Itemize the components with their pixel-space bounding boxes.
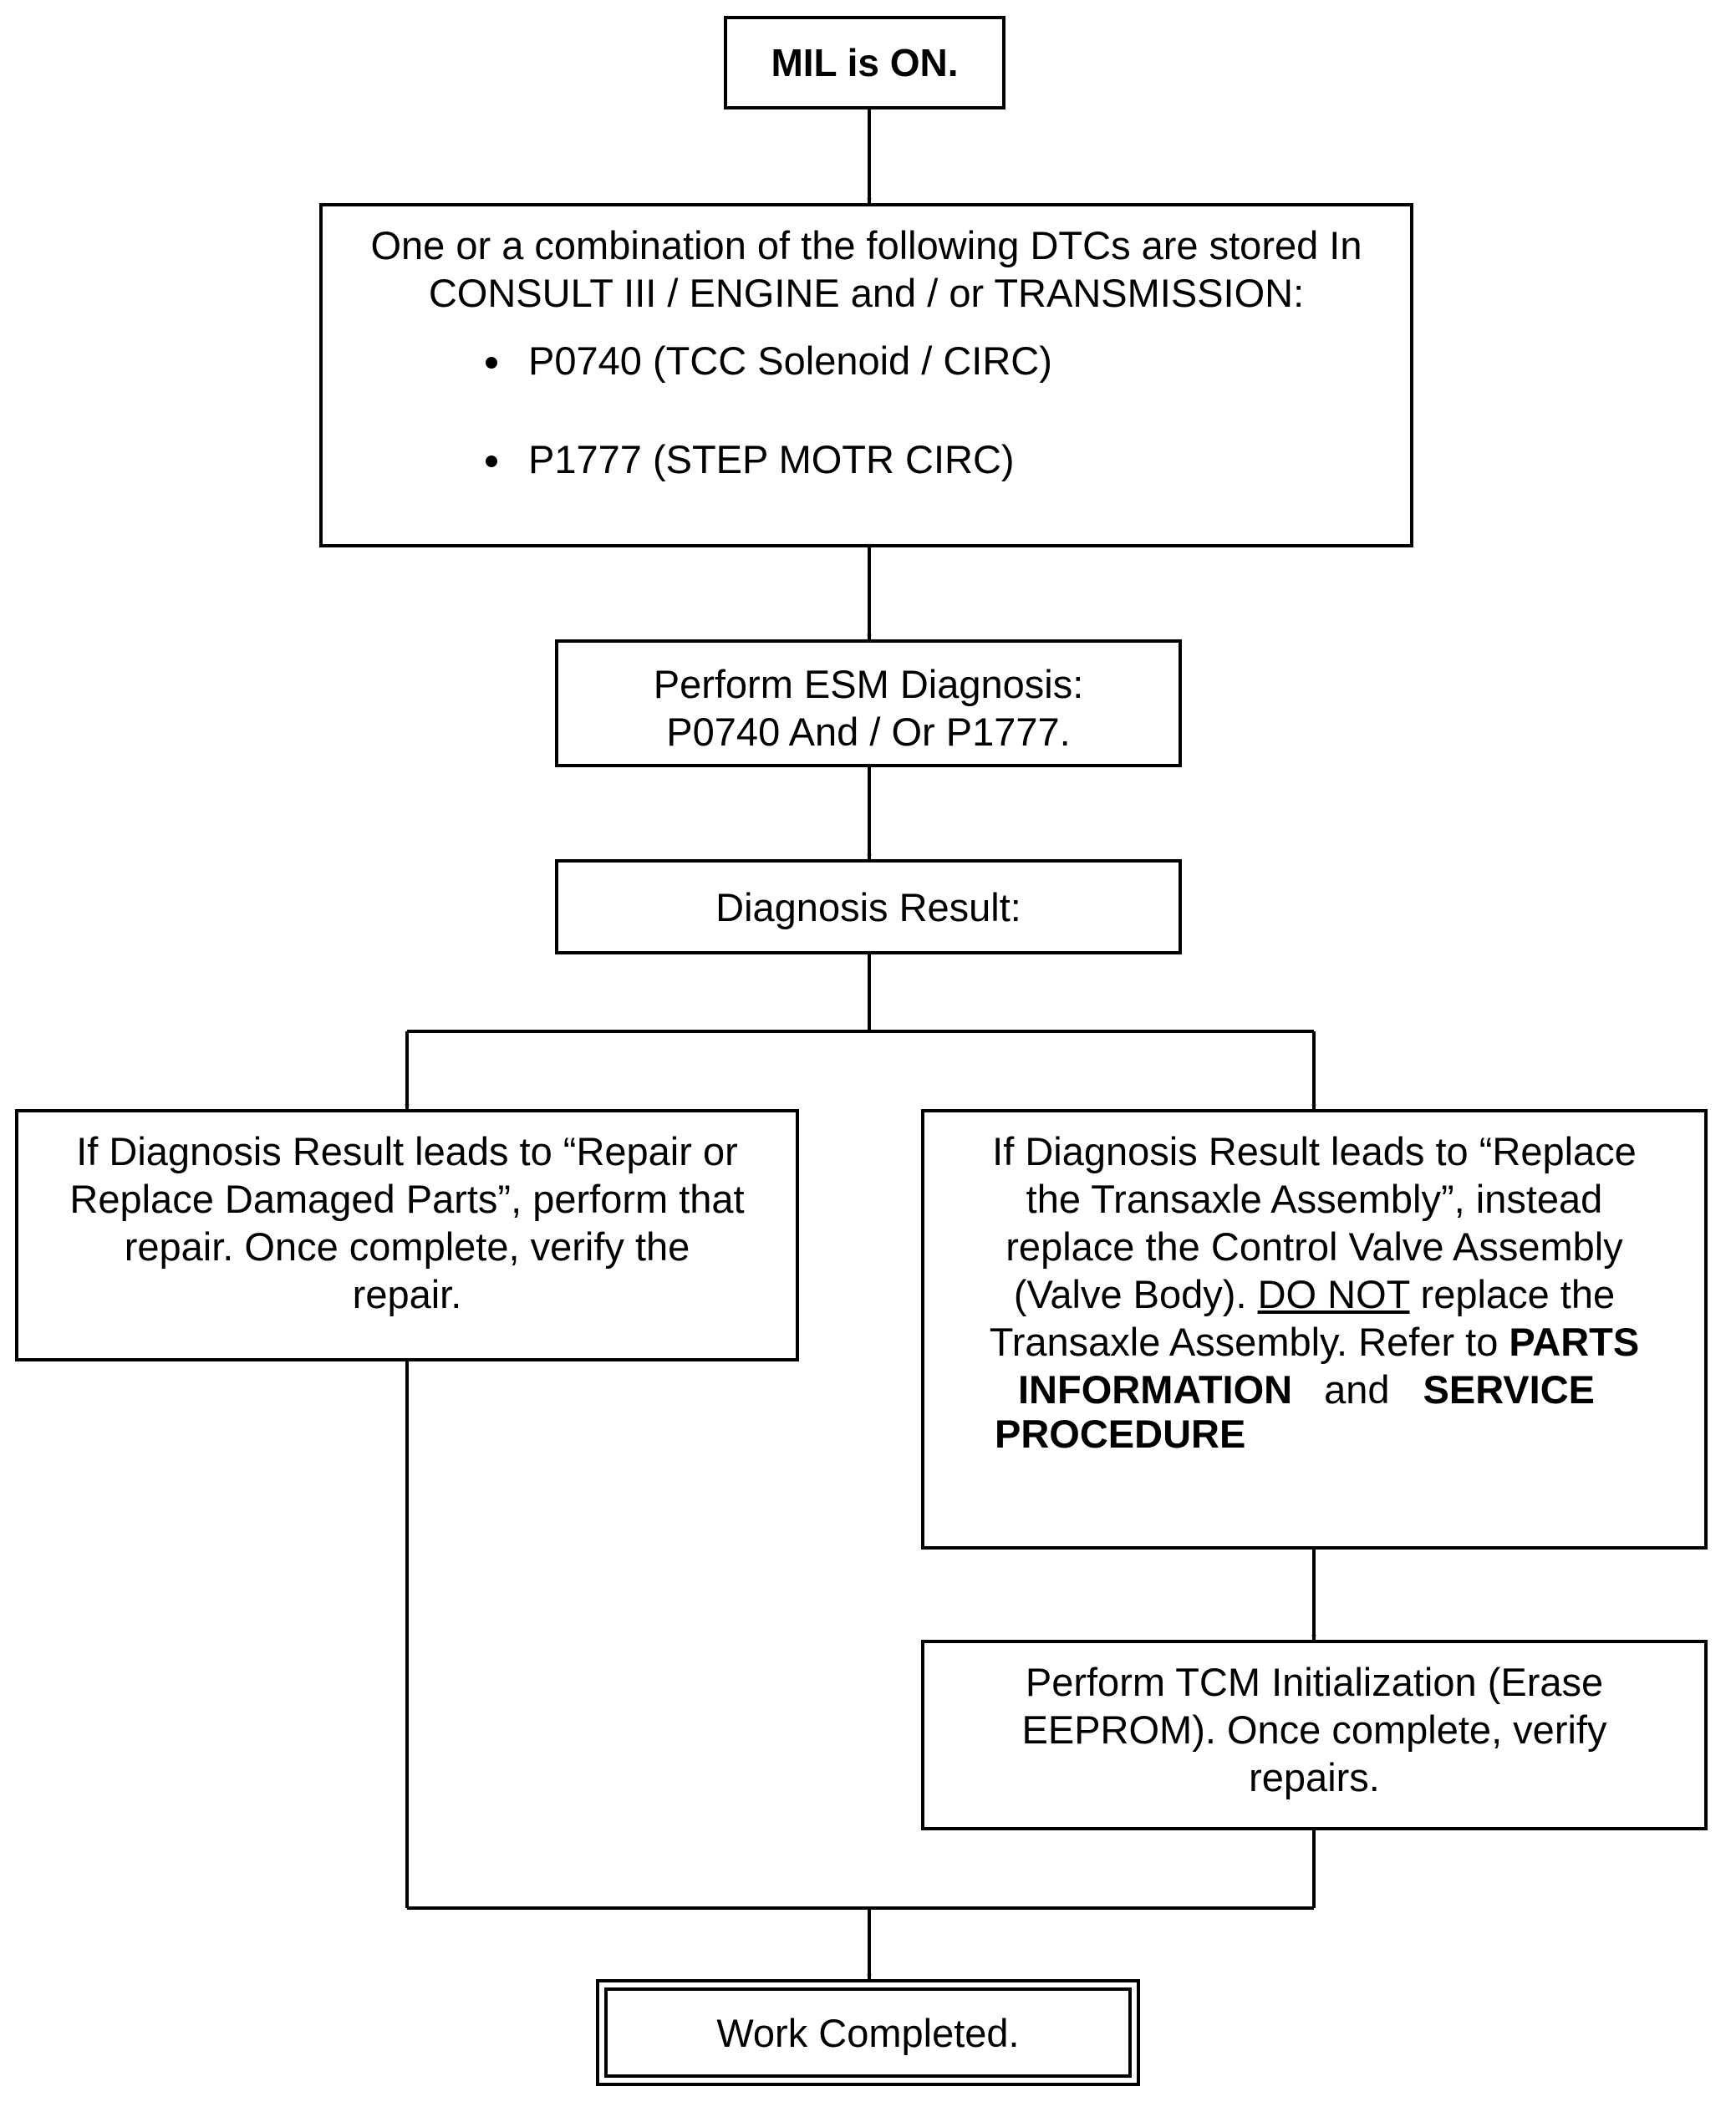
- service-emphasis: SERVICE: [1423, 1367, 1596, 1412]
- tcm-line: Perform TCM Initialization (Erase: [1025, 1660, 1604, 1704]
- dtc-line-2: CONSULT III / ENGINE and / or TRANSMISSI…: [428, 271, 1305, 315]
- dtc-line-1: One or a combination of the following DT…: [370, 223, 1362, 267]
- replace-line: Transaxle Assembly. Refer to PARTS: [941, 1318, 1688, 1366]
- esm-line-1: Perform ESM Diagnosis:: [653, 662, 1084, 706]
- replace-text: (Valve Body).: [1013, 1272, 1258, 1316]
- do-not-emphasis: DO NOT: [1257, 1272, 1410, 1316]
- start-text: MIL is ON.: [771, 40, 959, 84]
- work-completed-text: Work Completed.: [716, 2010, 1020, 2055]
- replace-text: replace the: [1409, 1272, 1616, 1316]
- repair-parts-box: If Diagnosis Result leads to “Repair or …: [15, 1109, 799, 1361]
- work-completed-box: Work Completed.: [596, 1979, 1140, 2086]
- replace-line: INFORMATION and SERVICE: [941, 1366, 1688, 1413]
- procedure-emphasis: PROCEDURE: [995, 1412, 1246, 1456]
- diagnosis-result-text: Diagnosis Result:: [715, 884, 1021, 929]
- dtc-item: P0740 (TCC Solenoid / CIRC): [323, 337, 1410, 384]
- parts-emphasis: PARTS: [1509, 1320, 1640, 1364]
- dtc-item: P1777 (STEP MOTR CIRC): [323, 435, 1410, 483]
- information-emphasis: INFORMATION: [1018, 1367, 1293, 1412]
- tcm-line: repairs.: [1249, 1755, 1380, 1799]
- and-text: and: [1324, 1367, 1390, 1412]
- tcm-initialization-box: Perform TCM Initialization (Erase EEPROM…: [921, 1640, 1708, 1830]
- replace-valve-body-box: If Diagnosis Result leads to “Replace th…: [921, 1109, 1708, 1550]
- dtc-list: P0740 (TCC Solenoid / CIRC) P1777 (STEP …: [323, 337, 1410, 483]
- replace-line: PROCEDURE: [941, 1413, 1688, 1455]
- tcm-line: EEPROM). Once complete, verify: [1021, 1707, 1607, 1752]
- replace-text: Transaxle Assembly. Refer to: [989, 1320, 1509, 1364]
- repair-line: Replace Damaged Parts”, perform that: [69, 1177, 745, 1221]
- repair-line: repair. Once complete, verify the: [124, 1224, 690, 1269]
- replace-line: the Transaxle Assembly”, instead: [1026, 1177, 1603, 1221]
- repair-line: If Diagnosis Result leads to “Repair or: [76, 1129, 738, 1173]
- repair-line: repair.: [352, 1272, 462, 1316]
- esm-diagnosis-box: Perform ESM Diagnosis: P0740 And / Or P1…: [555, 639, 1182, 767]
- replace-line: (Valve Body). DO NOT replace the: [941, 1270, 1688, 1318]
- esm-line-2: P0740 And / Or P1777.: [666, 710, 1071, 754]
- start-box: MIL is ON.: [724, 16, 1005, 109]
- diagnosis-result-box: Diagnosis Result:: [555, 859, 1182, 954]
- dtc-box: One or a combination of the following DT…: [319, 203, 1413, 547]
- replace-line: replace the Control Valve Assembly: [1005, 1224, 1623, 1269]
- replace-line: If Diagnosis Result leads to “Replace: [992, 1129, 1637, 1173]
- work-completed-inner-border: Work Completed.: [604, 1987, 1132, 2078]
